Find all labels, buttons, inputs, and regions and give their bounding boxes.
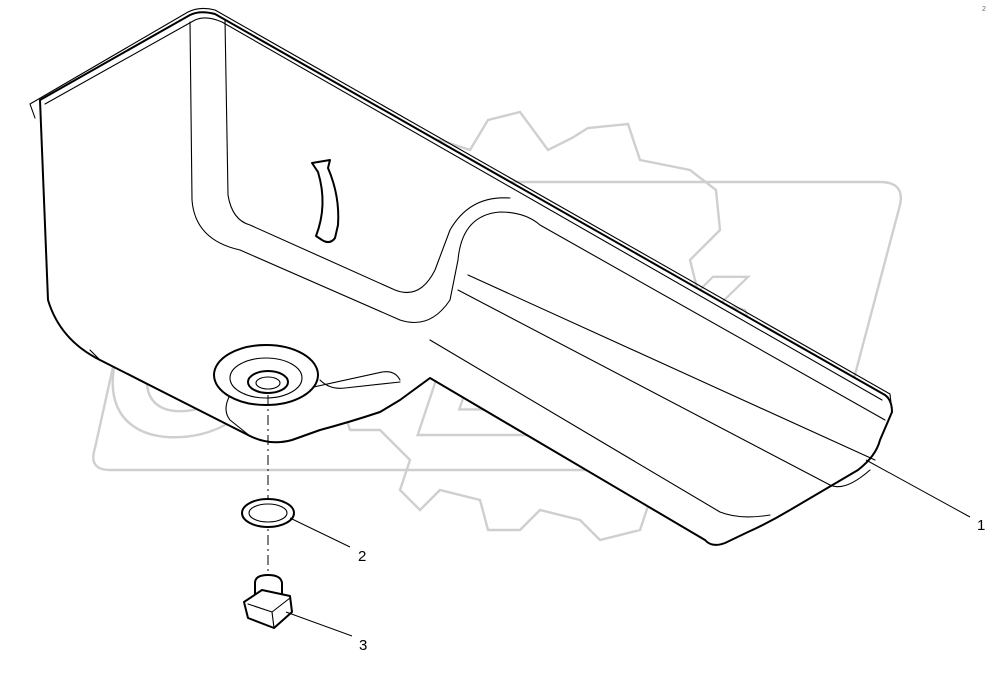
drain-plug-hex-edges xyxy=(247,597,291,629)
oil-pan-sump-lines xyxy=(89,274,876,518)
drain-hole xyxy=(247,370,289,394)
sealing-washer xyxy=(241,498,295,528)
leader-line-1 xyxy=(865,459,971,518)
oil-pan-body xyxy=(39,11,893,546)
leader-line-2 xyxy=(289,517,351,548)
callout-1: 1 xyxy=(977,517,985,534)
corner-mark: 2 xyxy=(982,6,986,13)
drain-hole-inner xyxy=(255,376,281,390)
drain-boss-mid xyxy=(229,357,303,399)
washer-inner xyxy=(248,503,288,523)
callout-3: 3 xyxy=(359,637,367,654)
oil-pan-rim xyxy=(29,7,893,413)
dipstick-tube xyxy=(311,159,340,244)
oil-pan-inner-wall xyxy=(189,19,886,421)
leader-line-3 xyxy=(285,611,353,637)
oil-pan xyxy=(29,7,893,546)
washer-outer xyxy=(241,498,295,528)
drain-plug xyxy=(243,574,293,629)
drain-plug-hex-head xyxy=(243,589,293,629)
callout-2: 2 xyxy=(358,548,366,565)
